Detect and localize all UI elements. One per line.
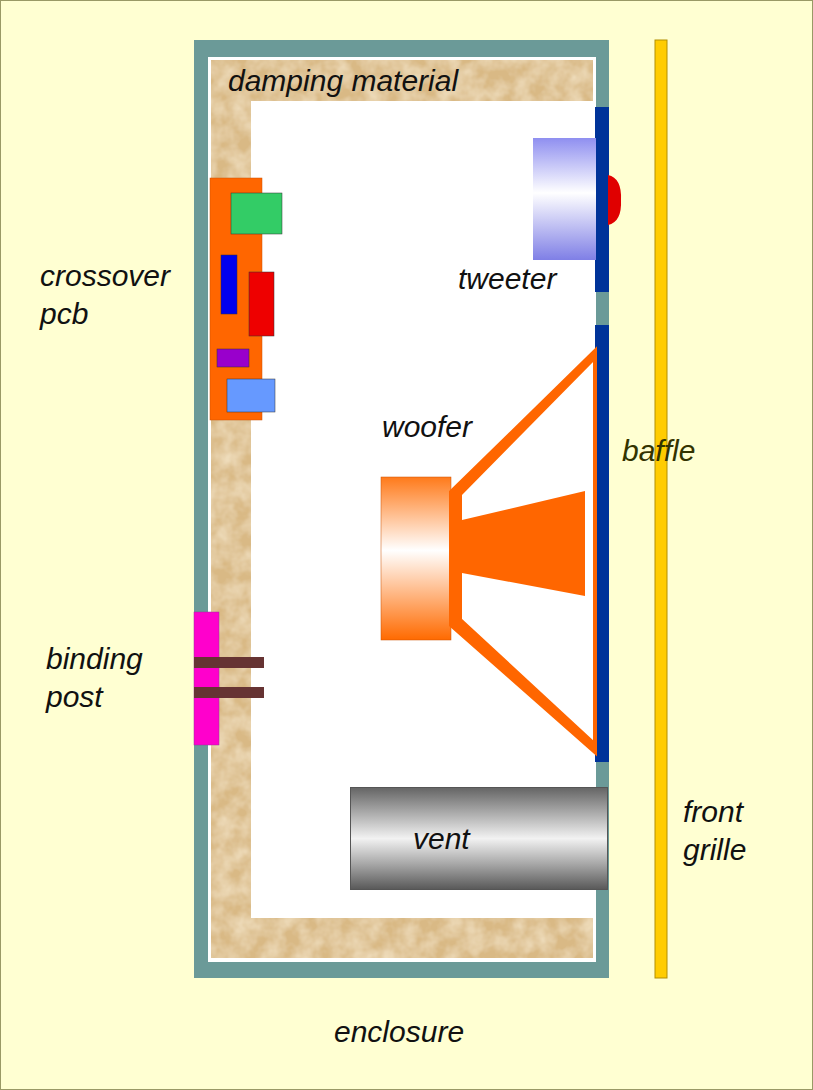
part-label: binding post [46,640,186,716]
woofer-voice-coil [451,492,462,625]
enclosure-wall [194,40,609,978]
part-label: damping material [228,62,588,100]
woofer-basket [451,351,595,752]
tweeter-magnet [533,138,596,260]
baffle-tweeter [595,107,609,292]
vent-label: vent [413,821,470,857]
woofer-basket-outline [451,351,595,752]
inductor [227,379,275,412]
part-label: enclosure [334,1013,534,1051]
woofer-cone [462,491,585,596]
part-label: crossover pcb [40,257,190,333]
part-label: tweeter [458,260,593,298]
woofer-magnet [381,477,451,640]
front-grille [655,40,667,978]
terminal [194,687,264,698]
part-label: woofer [382,408,512,446]
tweeter-dome [608,175,621,225]
terminal [194,657,264,668]
capacitor [249,272,274,336]
part-label: baffle [622,432,732,470]
resistor [217,349,249,367]
capacitor [221,255,237,314]
baffle-woofer [595,325,609,762]
part-label: front grille [683,793,798,869]
binding-post-plate [194,612,219,745]
vent-tube: vent [350,787,608,890]
inductor [231,193,282,234]
